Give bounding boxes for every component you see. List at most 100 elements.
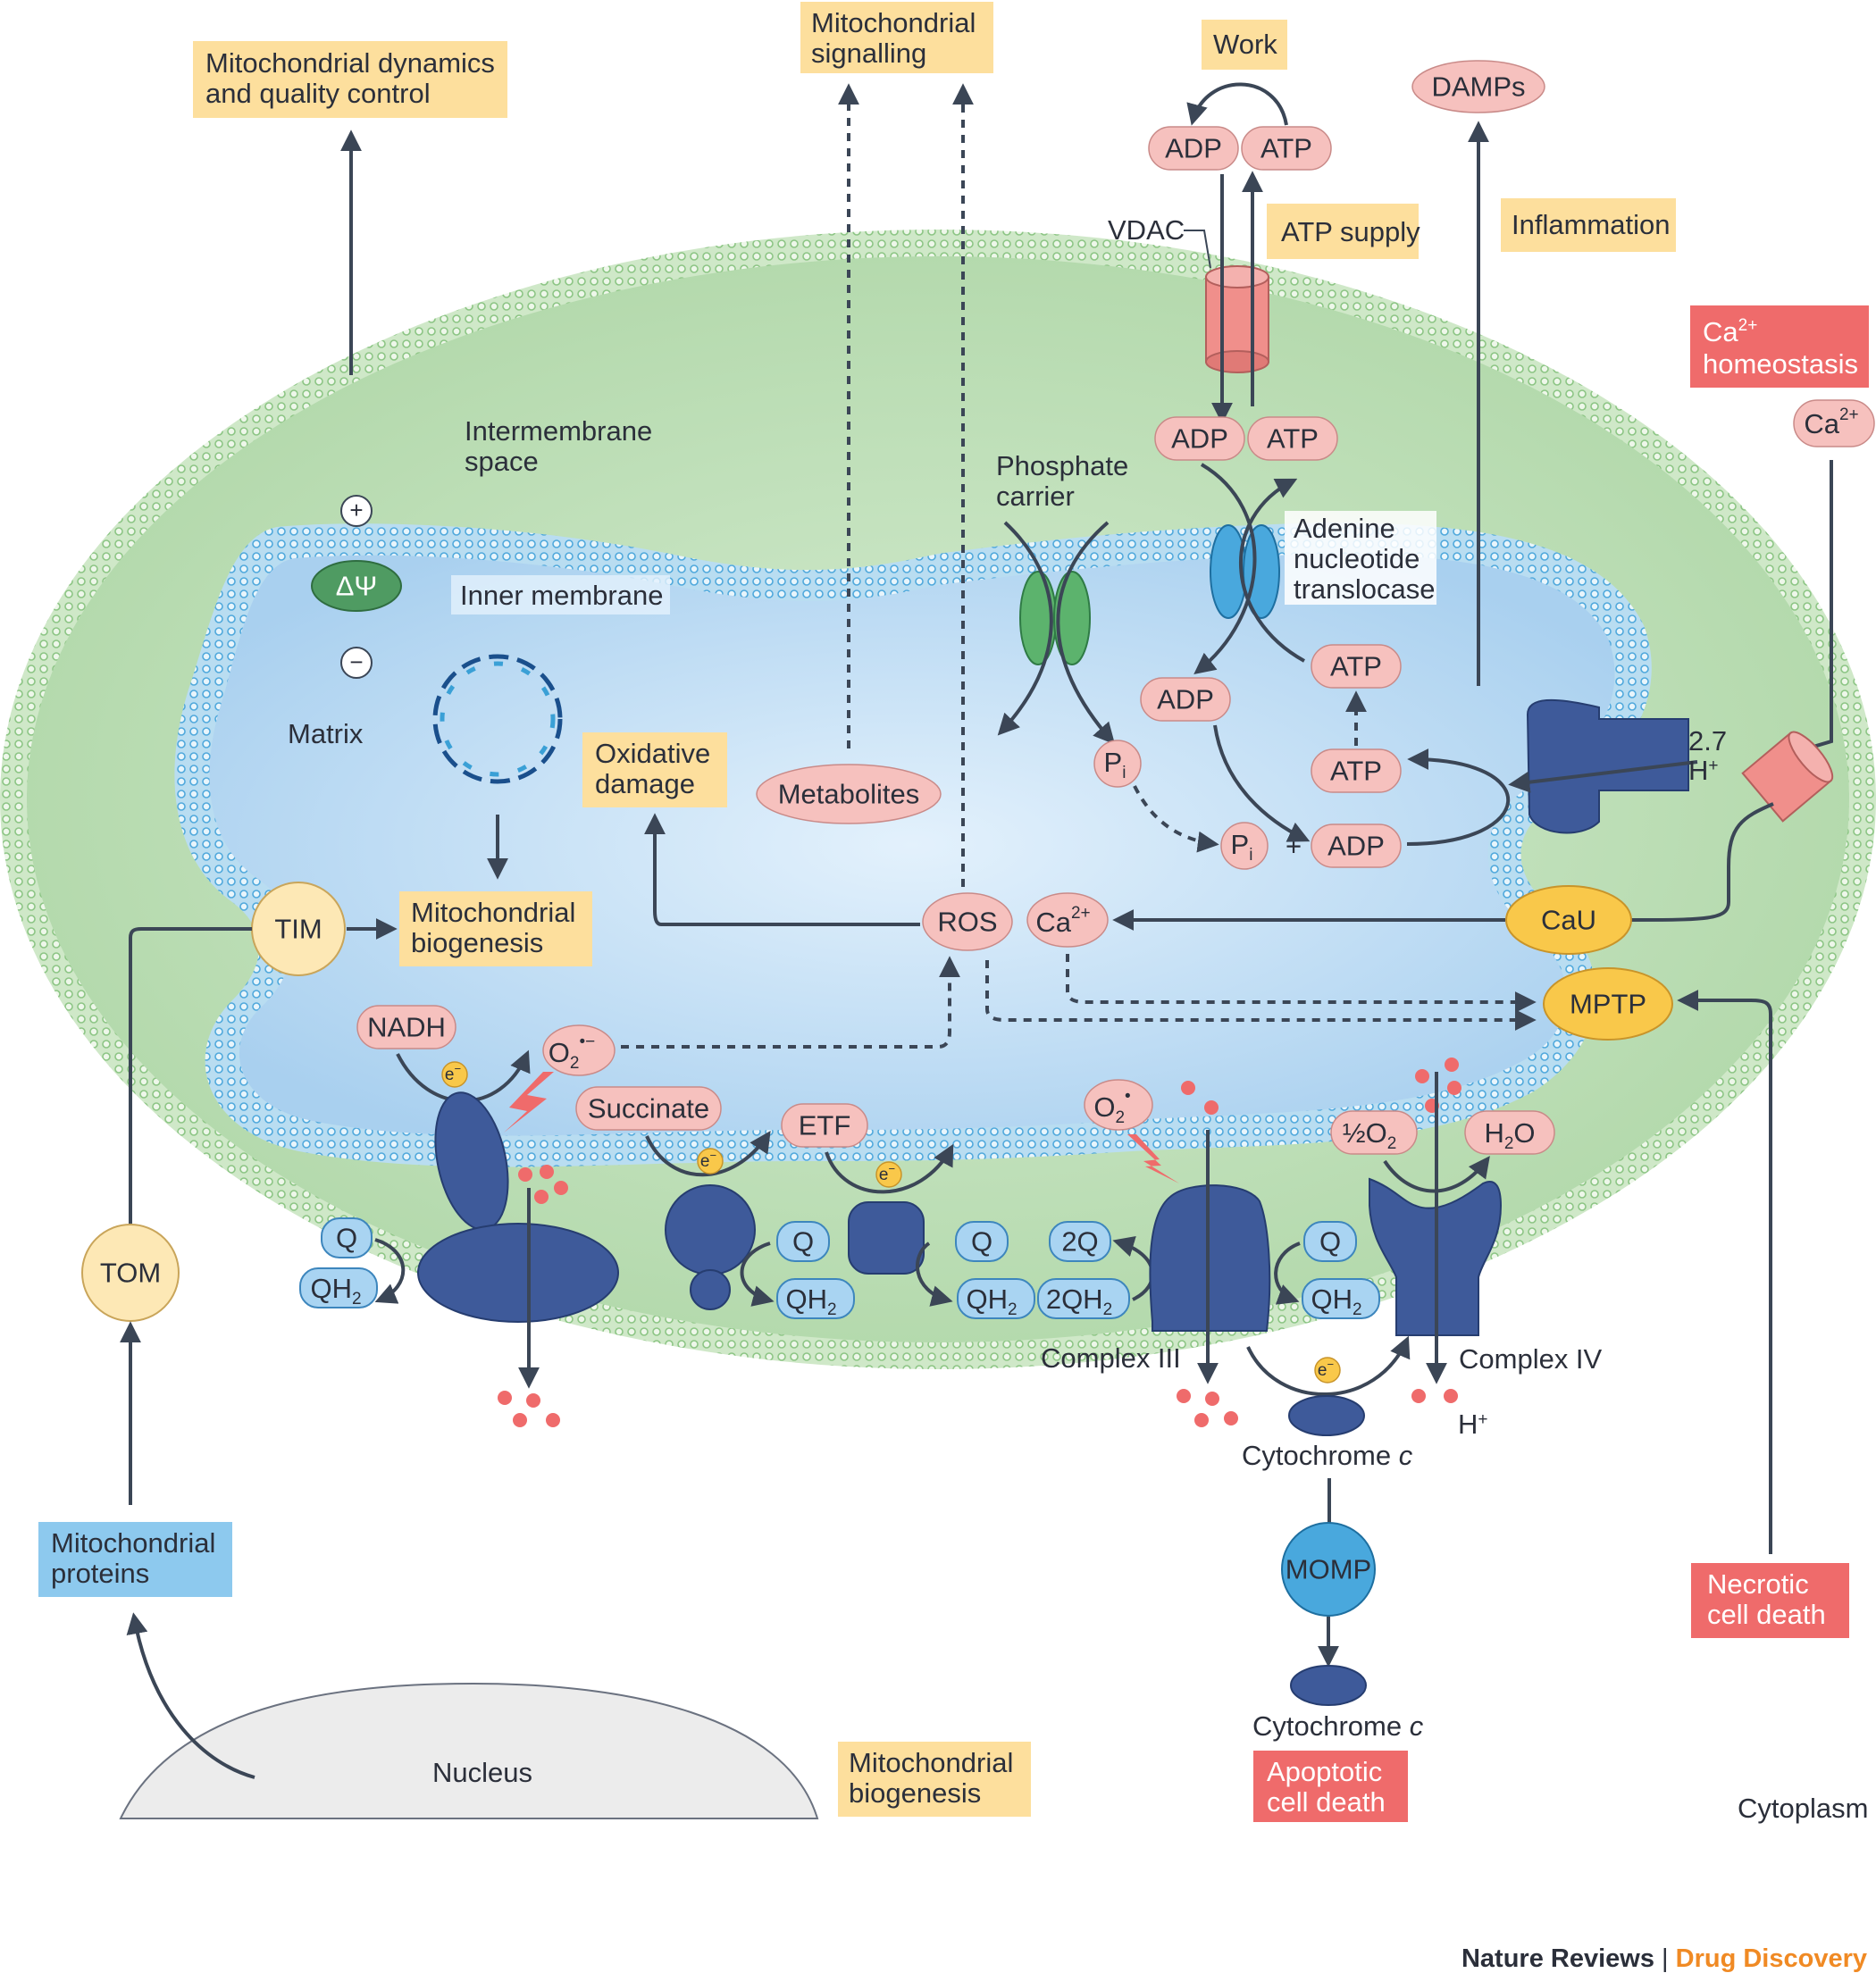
- complex-iv-label: Complex IV: [1459, 1343, 1603, 1375]
- cytochrome-c-italic-2: c: [1410, 1710, 1424, 1742]
- necrotic-line1: Necrotic: [1707, 1568, 1809, 1600]
- svg-text:QH2: QH2: [966, 1283, 1017, 1319]
- adp-to-synth-arrow: [1213, 724, 1311, 842]
- adp-top-pill: [1148, 126, 1239, 171]
- metabolites-pill: [756, 764, 942, 824]
- ant-label-2: nucleotide: [1294, 543, 1420, 574]
- atp-matrix-pill-2: [1311, 748, 1402, 793]
- apoptotic-line1: Apoptotic: [1267, 1756, 1382, 1787]
- svg-text:H+: H+: [1458, 1409, 1488, 1440]
- metabolites-label: Metabolites: [778, 779, 920, 810]
- two-q-label: 2Q: [1061, 1226, 1098, 1258]
- mito-proteins-line2: proteins: [51, 1558, 149, 1589]
- qh2-pill-4: [1302, 1278, 1380, 1319]
- signalling-box-line1: Mitochondrial: [811, 7, 976, 38]
- ca-matrix-pill: [1026, 892, 1109, 948]
- q-label-2: Q: [792, 1226, 814, 1258]
- phosphate-carrier-label-1: Phosphate: [996, 450, 1128, 481]
- electron-icon-3: [875, 1161, 902, 1188]
- svg-text:Mitochondrial dynamics: Mitochondrial dynamics: [205, 47, 495, 79]
- succinate-electron-arrow: [645, 1131, 771, 1177]
- nucleus-label: Nucleus: [432, 1757, 532, 1788]
- q-pill-2: [776, 1221, 830, 1262]
- ant-label-1: Adenine: [1294, 513, 1395, 544]
- nadh-pill: [356, 1005, 456, 1049]
- phosphate-carrier-arrow-1: [997, 521, 1053, 736]
- matrix-label: Matrix: [288, 718, 364, 749]
- biogenesis-inner-line2: biogenesis: [411, 927, 543, 958]
- ca-homeostasis-sup: 2+: [1738, 316, 1758, 335]
- mptp-label: MPTP: [1570, 989, 1646, 1020]
- pi-label-2: P: [1231, 829, 1250, 860]
- mptp-protein[interactable]: [1543, 967, 1673, 1041]
- ca-homeostasis-ca: Ca: [1703, 316, 1738, 347]
- apoptotic-box: [1253, 1751, 1408, 1822]
- work-cycle-arrow: [1186, 82, 1288, 126]
- footer-journal: Nature Reviews: [1461, 1944, 1654, 1973]
- atp-top-label: ATP: [1260, 133, 1312, 164]
- nucleus-to-proteins-arrow: [126, 1612, 255, 1779]
- necrotic-box: [1691, 1563, 1849, 1638]
- h-plus-sup: +: [1478, 1410, 1487, 1429]
- biogenesis-outer-line2: biogenesis: [849, 1777, 981, 1809]
- succinate-label: Succinate: [588, 1093, 709, 1124]
- tom-label: TOM: [100, 1258, 161, 1289]
- complex-ii: [665, 1184, 756, 1310]
- svg-text:H2O: H2O: [1484, 1117, 1535, 1153]
- lightning-icon-1: [504, 1072, 554, 1133]
- adp-ims-pill: [1154, 416, 1245, 461]
- cytochrome-c-label-2: Cytochrome: [1252, 1710, 1402, 1742]
- oxidative-damage-line2: damage: [595, 768, 695, 799]
- cyt-c-electron-arrow: [1246, 1335, 1411, 1396]
- inflammation-label: Inflammation: [1512, 209, 1670, 240]
- complex-iii: [1149, 1184, 1271, 1332]
- ant-label-3: translocase: [1294, 573, 1436, 605]
- minus-sign: −: [349, 648, 363, 675]
- apoptotic-line2: cell death: [1267, 1786, 1386, 1818]
- synth-cycle-arrow: [1406, 748, 1511, 846]
- cau-protein[interactable]: [1505, 885, 1632, 955]
- svg-text:Mitochondrial: Mitochondrial: [811, 7, 976, 38]
- svg-text:e−: e−: [700, 1149, 716, 1171]
- oxidative-damage-line1: Oxidative: [595, 738, 710, 769]
- mito-proteins-box: [38, 1522, 232, 1597]
- protons-civ-ims: [1411, 1389, 1458, 1403]
- etf-label: ETF: [799, 1110, 851, 1141]
- protons-ciii-matrix: [1181, 1081, 1219, 1115]
- half-o2-pill: [1330, 1110, 1418, 1155]
- ca-homeostasis-box: [1690, 305, 1869, 388]
- protons-ci-ims: [498, 1391, 560, 1427]
- h-count-h: H: [1688, 755, 1708, 786]
- ca-matrix-sup: 2+: [1071, 904, 1091, 923]
- o2-reduction-arrow: [1383, 1156, 1490, 1193]
- two-qh2-pill: [1037, 1278, 1130, 1319]
- momp-protein[interactable]: [1281, 1522, 1376, 1617]
- pi-dashed-arrow: [1133, 785, 1219, 853]
- tom-to-tim-line: [129, 927, 252, 1224]
- biogenesis-outer-line1: Mitochondrial: [849, 1747, 1013, 1778]
- atp-top-pill: [1241, 126, 1332, 171]
- svg-text:signalling: signalling: [811, 38, 926, 69]
- phosphate-carrier-label-2: carrier: [996, 481, 1075, 512]
- damps-label: DAMPs: [1431, 71, 1525, 103]
- svg-text:Pi: Pi: [1231, 829, 1253, 865]
- svg-text:Cytochrome c: Cytochrome c: [1242, 1440, 1413, 1471]
- ca-channel-outer: [1741, 731, 1834, 823]
- q-label-3: Q: [971, 1226, 992, 1258]
- necrotic-arrow: [1677, 990, 1772, 1554]
- two-q-pill: [1049, 1221, 1111, 1262]
- biogenesis-outer-box: [838, 1742, 1031, 1817]
- ca-out-pill: [1793, 399, 1875, 447]
- atp-ims-label: ATP: [1267, 423, 1319, 455]
- svg-text:½O2: ½O2: [1343, 1117, 1397, 1153]
- tom-protein[interactable]: [81, 1224, 180, 1322]
- ant-protein-right: [1243, 524, 1280, 619]
- ant-arrow-atp-out: [1239, 478, 1305, 663]
- succinate-pill: [575, 1086, 722, 1131]
- complex-iii-label: Complex III: [1041, 1342, 1181, 1374]
- svg-text:and quality control: and quality control: [205, 78, 431, 109]
- etf-pill: [781, 1103, 868, 1148]
- necrotic-line2: cell death: [1707, 1599, 1826, 1630]
- ca-homeostasis-line2: homeostasis: [1703, 348, 1858, 380]
- ca-channel-to-cau: [1625, 802, 1774, 922]
